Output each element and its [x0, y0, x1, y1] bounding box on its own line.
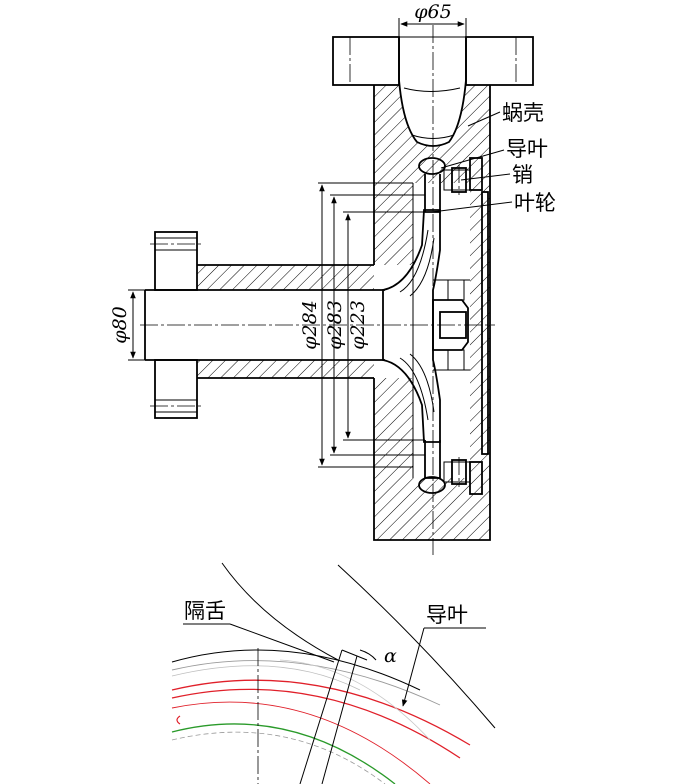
cover-plate [443, 157, 489, 495]
label-volute: 蜗壳 [502, 101, 544, 125]
pump-section: φ65 φ80 φ284 φ283 φ223 蜗壳 [109, 1, 556, 555]
label-pin: 销 [512, 163, 533, 187]
diameter-223-label: φ223 [347, 300, 369, 350]
inlet-diameter-label: φ80 [109, 306, 131, 343]
part-labels: 蜗壳 导叶 销 叶轮 [431, 101, 556, 215]
alpha-label: α [384, 645, 397, 667]
outlet-diameter-label: φ65 [414, 1, 451, 23]
tongue-detail: α 隔舌 导叶 [171, 562, 496, 784]
diameter-284-label: φ284 [299, 300, 321, 350]
volute-casing [373, 80, 491, 541]
label-guide-vane: 导叶 [506, 137, 548, 161]
diameter-dimensions: φ284 φ283 φ223 [299, 182, 425, 468]
diameter-283-label: φ283 [324, 300, 346, 350]
label-impeller: 叶轮 [514, 191, 556, 215]
outlet-diameter-dimension: φ65 [398, 1, 467, 37]
label-guide-vane-bottom: 导叶 [426, 603, 468, 627]
inlet-pipe [144, 231, 385, 419]
inlet-diameter-dimension: φ80 [109, 289, 145, 361]
label-tongue: 隔舌 [184, 599, 226, 623]
